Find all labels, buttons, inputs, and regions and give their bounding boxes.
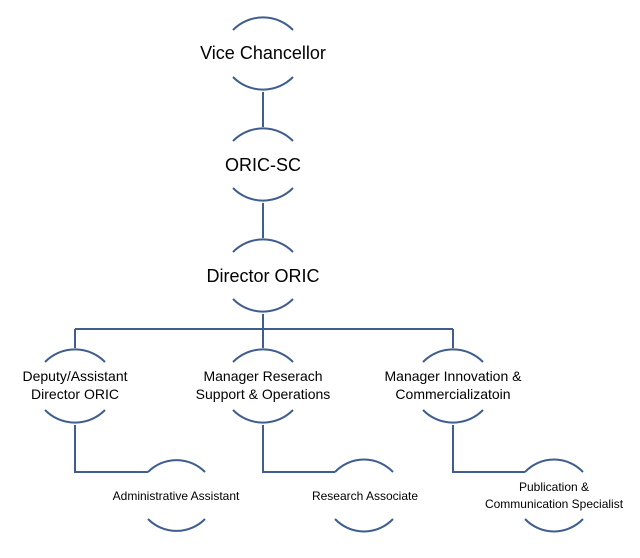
- node-arc-top: [232, 127, 294, 142]
- node-deputy-assistant-director: Deputy/Assistant Director ORIC: [22, 348, 128, 424]
- node-arc-bottom: [232, 187, 294, 202]
- node-vice-chancellor: Vice Chancellor: [200, 16, 326, 91]
- node-publication-specialist: Publication & Communication Specialist: [485, 458, 624, 533]
- node-arc-bottom: [232, 409, 294, 424]
- node-label-line-1: Deputy/Assistant: [22, 368, 127, 384]
- node-arc-bottom: [147, 518, 206, 532]
- node-label-line-2: Support & Operations: [196, 386, 331, 402]
- node-director-oric: Director ORIC: [206, 238, 320, 313]
- node-arc-top: [422, 348, 484, 363]
- node-label-research-associate: Research Associate: [312, 489, 418, 503]
- node-label-vice-chancellor: Vice Chancellor: [200, 43, 326, 63]
- node-arc-bottom: [422, 409, 484, 424]
- node-label-line-2: Director ORIC: [31, 386, 119, 402]
- node-arc-bottom: [232, 298, 294, 313]
- node-label-line-1: Manager Reserach: [203, 368, 322, 384]
- node-arc-top: [334, 458, 394, 473]
- node-administrative-assistant: Administrative Assistant: [113, 459, 240, 532]
- node-arc-bottom: [44, 409, 106, 424]
- node-oric-sc: ORIC-SC: [225, 127, 301, 202]
- node-label-line-1: Publication &: [519, 480, 589, 494]
- edge-deputy-admin: [74, 425, 148, 473]
- node-research-associate: Research Associate: [312, 458, 418, 533]
- connectors: [74, 92, 525, 473]
- node-arc-bottom: [524, 518, 584, 533]
- node-arc-top: [524, 458, 584, 473]
- edge-manager-research-associate: [262, 425, 335, 473]
- node-arc-top: [232, 238, 294, 253]
- node-arc-top: [232, 16, 294, 31]
- node-label-administrative-assistant: Administrative Assistant: [113, 489, 240, 503]
- node-arc-top: [147, 459, 206, 473]
- node-label-line-2: Commercializatoin: [395, 386, 510, 402]
- node-arc-bottom: [334, 518, 394, 533]
- node-label-director-oric: Director ORIC: [206, 266, 319, 286]
- edge-manager-innovation-publication: [452, 425, 525, 473]
- node-manager-research: Manager Reserach Support & Operations: [196, 348, 331, 424]
- node-manager-innovation: Manager Innovation & Commercializatoin: [385, 348, 523, 424]
- node-arc-top: [232, 348, 294, 363]
- node-arc-top: [44, 348, 106, 363]
- node-label-line-1: Manager Innovation &: [385, 368, 523, 384]
- node-arc-bottom: [232, 76, 294, 91]
- node-label-oric-sc: ORIC-SC: [225, 155, 301, 175]
- node-label-line-2: Communication Specialist: [485, 497, 624, 511]
